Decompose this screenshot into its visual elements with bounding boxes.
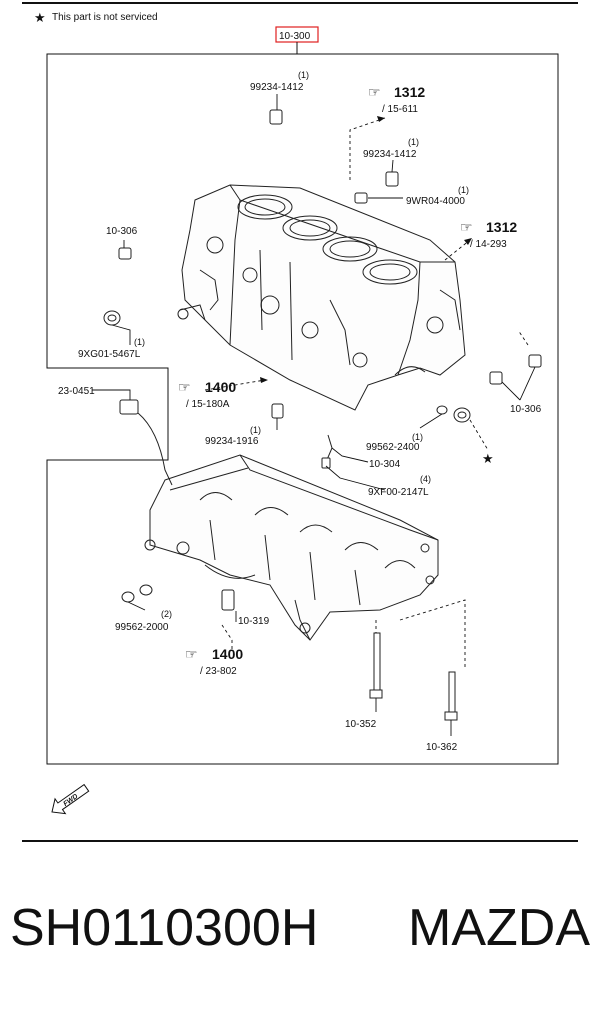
hand-pointer-icon: ☞: [178, 379, 191, 395]
footer-title: SH0110300H MAZDA: [10, 898, 590, 958]
hand-pointer-icon: ☞: [185, 646, 198, 662]
part-qty: (1): [408, 137, 419, 147]
part-qty: (1): [412, 432, 423, 442]
part-qty: (1): [134, 337, 145, 347]
service-note: This part is not serviced: [52, 12, 158, 23]
part-code: 10-306: [106, 226, 138, 237]
cylinder-block-drawing: [177, 184, 466, 411]
small-parts: [103, 109, 542, 721]
part-code: 9WR04-4000: [406, 196, 465, 207]
ref-callout-1400-a: ☞ 1400 / 15-180A: [178, 379, 236, 410]
part-qty: (4): [420, 474, 431, 484]
part-code: 99234-1412: [363, 149, 417, 160]
hand-pointer-icon: ☞: [460, 219, 473, 235]
bottom-rule: [22, 840, 578, 842]
leader-lines: [92, 94, 536, 736]
not-serviced-star-icon-2: ★: [482, 451, 494, 466]
ref-arrowheads: [260, 116, 472, 383]
fwd-label: FWD: [62, 793, 79, 808]
part-code: 10-306: [510, 404, 542, 415]
part-labels: (1) 99234-1412 (1) 99234-1412 (1) 9WR04-…: [58, 70, 542, 753]
part-code: 10-362: [426, 742, 458, 753]
ref-number: 1312: [394, 84, 425, 100]
part-qty: (1): [250, 425, 261, 435]
sensor-wire: [137, 412, 173, 486]
top-rule: [22, 2, 578, 4]
fwd-arrow-icon: FWD: [51, 783, 90, 815]
part-number: SH0110300H: [10, 899, 319, 957]
ref-page: / 14-293: [470, 239, 507, 250]
part-code: 10-304: [369, 459, 401, 470]
not-serviced-star-icon: ★: [34, 10, 46, 25]
crankcase-drawing: [144, 454, 439, 641]
ref-number: 1312: [486, 219, 517, 235]
ref-callout-1400-b: ☞ 1400 / 23-802: [185, 646, 243, 677]
part-code: 99234-1412: [250, 82, 304, 93]
ref-callouts: ☞ 1312 / 15-611 ☞ 1312 / 14-293 ☞ 1400 /…: [178, 84, 517, 677]
part-code: 10-352: [345, 719, 377, 730]
part-code: 99562-2400: [366, 442, 420, 453]
parts-diagram: 10-300: [46, 26, 559, 815]
ref-number: 1400: [205, 379, 236, 395]
part-code: 23-0451: [58, 386, 95, 397]
part-code: 9XG01-5467L: [78, 349, 141, 360]
ref-callout-1312-b: ☞ 1312 / 14-293: [460, 219, 517, 250]
part-code: 10-319: [238, 616, 270, 627]
main-part-label: 10-300: [279, 31, 311, 42]
part-qty: (1): [458, 185, 469, 195]
part-qty: (1): [298, 70, 309, 80]
hand-pointer-icon: ☞: [368, 84, 381, 100]
part-qty: (2): [161, 609, 172, 619]
part-code: 99562-2000: [115, 622, 169, 633]
ref-page: / 23-802: [200, 666, 237, 677]
ref-page: / 15-180A: [186, 399, 230, 410]
ref-number: 1400: [212, 646, 243, 662]
part-code: 9XF00-2147L: [368, 487, 429, 498]
brand-name: MAZDA: [408, 899, 590, 957]
diagram-frame: [46, 53, 559, 765]
part-code: 99234-1916: [205, 436, 259, 447]
ref-page: / 15-611: [382, 104, 418, 115]
ref-callout-1312-a: ☞ 1312 / 15-611: [368, 84, 425, 115]
